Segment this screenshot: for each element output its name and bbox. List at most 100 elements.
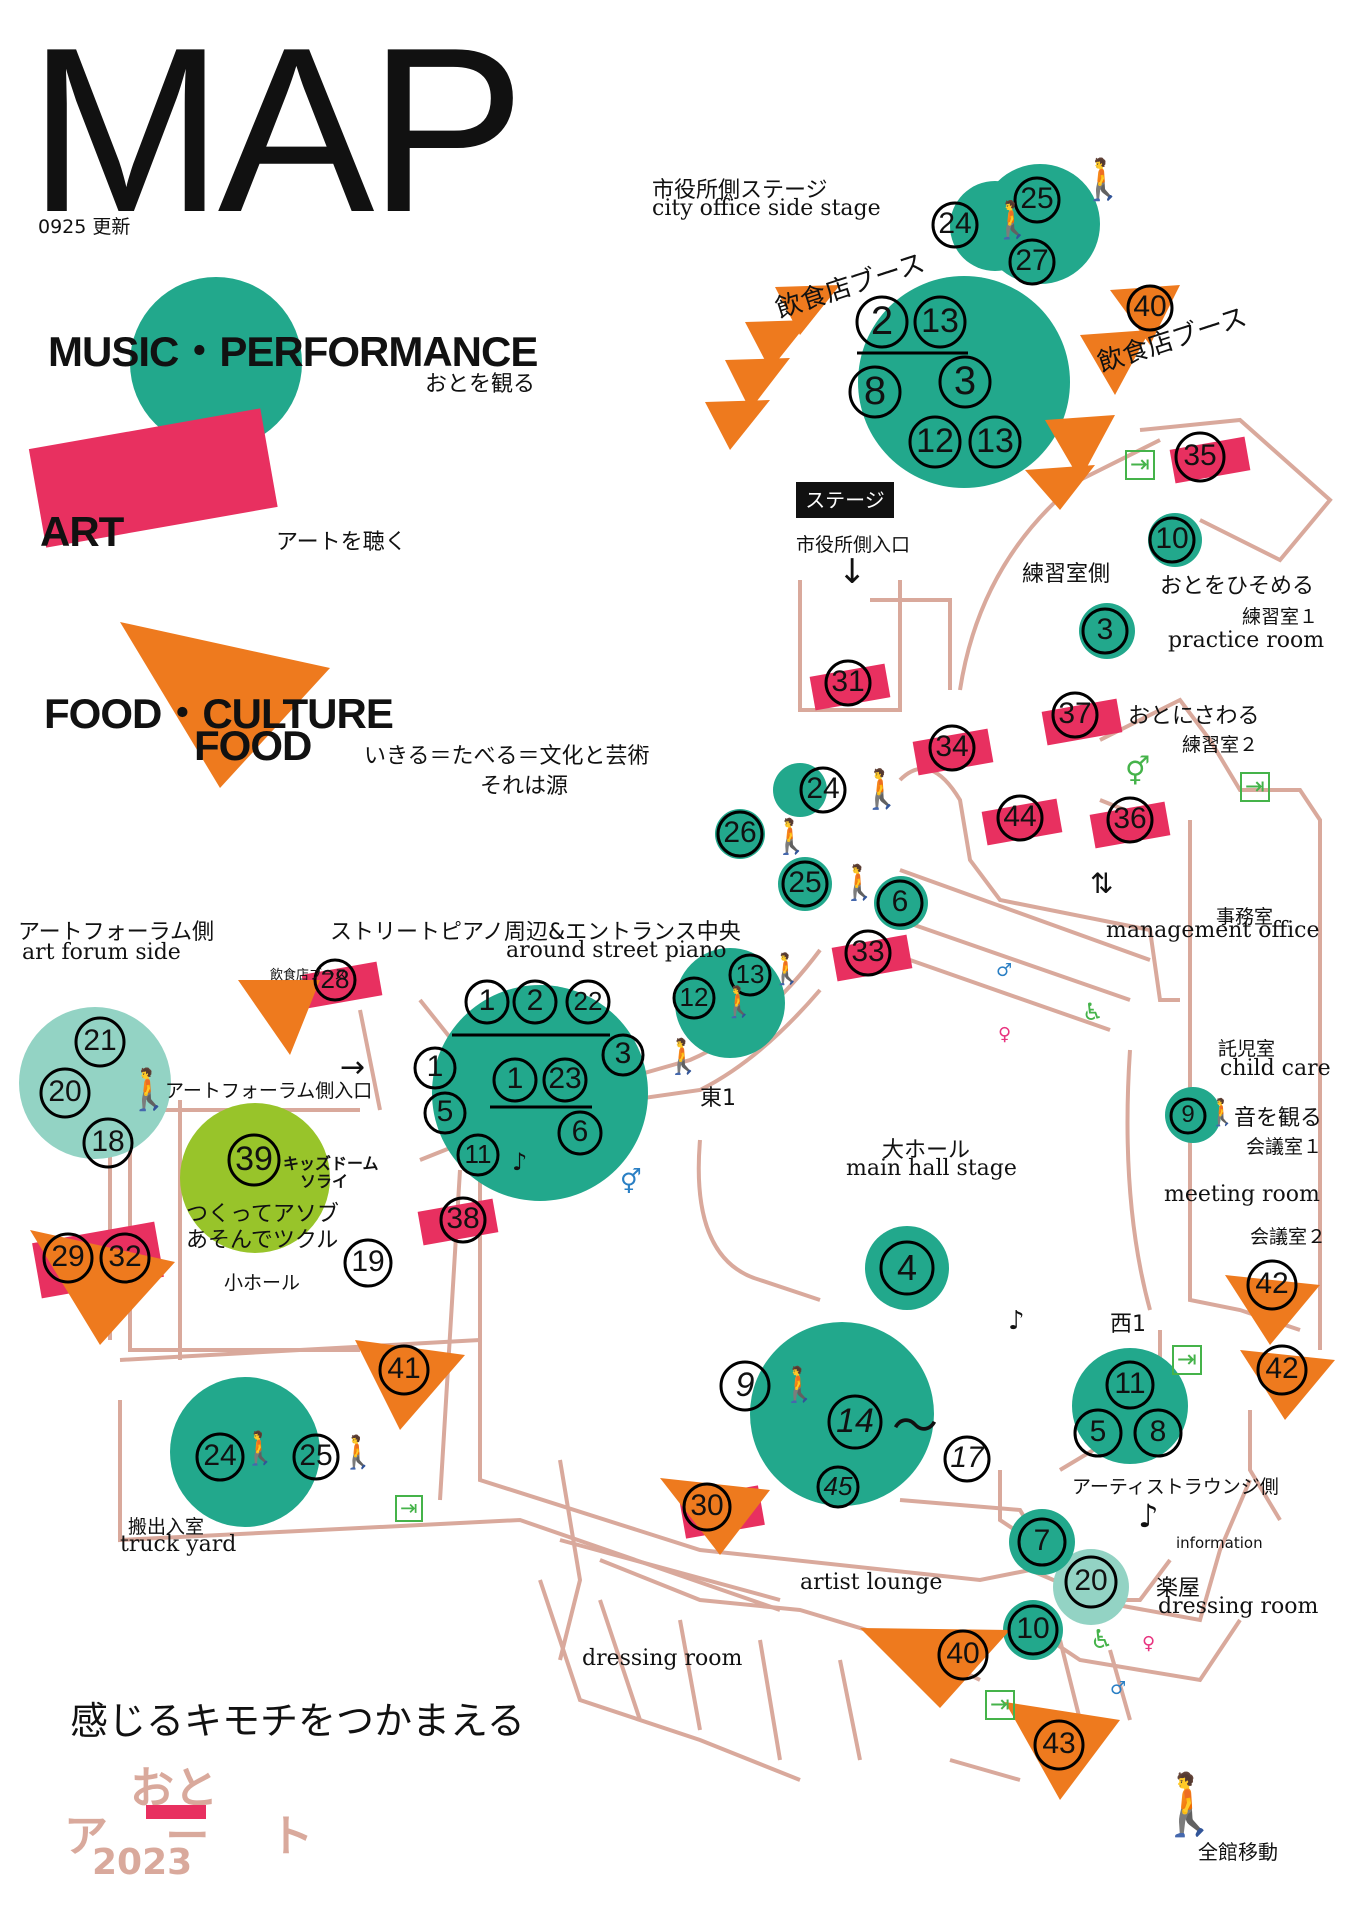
marker-n3-7[interactable]: 3	[953, 359, 977, 404]
legend-art-subtitle: アートを聴く	[276, 530, 407, 555]
marker-n20-37[interactable]: 20	[48, 1075, 82, 1109]
marker-n24-54[interactable]: 24	[203, 1439, 237, 1473]
legend-music-circle	[130, 277, 302, 449]
marker-n12-23[interactable]: 12	[679, 981, 709, 1012]
marker-n8-6[interactable]: 8	[863, 369, 887, 414]
marker-ring-n25-20	[781, 860, 829, 908]
marker-n13-5[interactable]: 13	[921, 301, 959, 340]
marker-n42-47[interactable]: 42	[1255, 1267, 1289, 1301]
marker-n7-60[interactable]: 7	[1033, 1524, 1051, 1558]
marker-ring-n13-5	[913, 295, 967, 349]
marker-n1-26[interactable]: 1	[478, 984, 496, 1018]
marker-n36-17[interactable]: 36	[1113, 802, 1147, 836]
food-tri-d	[705, 400, 770, 450]
marker-n24-18[interactable]: 24	[806, 772, 840, 806]
marker-n17-52[interactable]: 17	[950, 1441, 984, 1475]
marker-n6-21[interactable]: 6	[891, 885, 909, 919]
marker-n40-3[interactable]: 40	[1133, 290, 1167, 324]
marker-n21-36[interactable]: 21	[83, 1024, 117, 1058]
exit-icon: ⇥	[1125, 450, 1155, 480]
restroom-f-icon: ♀	[998, 1024, 1012, 1045]
marker-n24-0[interactable]: 24	[938, 207, 972, 241]
marker-n32-43[interactable]: 32	[108, 1240, 142, 1274]
marker-n38-41[interactable]: 38	[446, 1202, 480, 1236]
marker-n1-30[interactable]: 1	[426, 1050, 444, 1084]
dressing-room-left-label: dressing room	[582, 1646, 743, 1671]
marker-n18-38[interactable]: 18	[91, 1125, 125, 1159]
marker-n11-35[interactable]: 11	[464, 1138, 492, 1169]
marker-n39-39[interactable]: 39	[235, 1139, 273, 1178]
marker-n43-64[interactable]: 43	[1042, 1727, 1076, 1761]
marker-bg-6a	[874, 876, 928, 930]
food-tri-g	[1045, 415, 1115, 480]
marker-n10-62[interactable]: 10	[1016, 1612, 1050, 1646]
marker-ring-n1-26	[464, 979, 510, 1025]
marker-ring-n1-31	[492, 1057, 538, 1103]
walker-icon: 🚶	[858, 767, 906, 811]
marker-n6-34[interactable]: 6	[571, 1115, 589, 1149]
marker-n23-32[interactable]: 23	[548, 1062, 582, 1096]
marker-n31-14[interactable]: 31	[831, 665, 865, 699]
marker-n40-63[interactable]: 40	[946, 1637, 980, 1671]
marker-tilde-51[interactable]: 〜	[892, 1400, 938, 1453]
marker-n12-8[interactable]: 12	[916, 421, 954, 460]
marker-ring-n11-35	[456, 1133, 500, 1177]
marker-n5-33[interactable]: 5	[436, 1095, 454, 1129]
truck-yard-label-jp: 搬出入室	[128, 1516, 205, 1538]
marker-ring-n36-17	[1106, 796, 1154, 844]
marker-n22-28[interactable]: 22	[573, 985, 603, 1016]
city-office-side-blob-a	[950, 181, 1040, 271]
walker-icon: 🚶	[1206, 1098, 1239, 1128]
food-tri-c	[725, 358, 790, 410]
marker-n9-45[interactable]: 9	[1181, 1101, 1195, 1129]
marker-n33-22[interactable]: 33	[851, 935, 885, 969]
marker-n45-53[interactable]: 45	[823, 1470, 853, 1501]
marker-n9-49[interactable]: 9	[735, 1365, 755, 1404]
marker-n37-13[interactable]: 37	[1058, 697, 1092, 731]
practice-room-1-label: 練習室１	[1242, 606, 1319, 628]
marker-n29-42[interactable]: 29	[51, 1240, 85, 1274]
food-tri-42b	[1240, 1350, 1335, 1420]
meeting-room-2-label: 会議室２	[1250, 1226, 1327, 1248]
marker-n13-9[interactable]: 13	[976, 421, 1014, 460]
marker-n14-50[interactable]: 14	[836, 1401, 874, 1440]
marker-n19-40[interactable]: 19	[351, 1245, 385, 1279]
marker-n30-56[interactable]: 30	[690, 1489, 724, 1523]
marker-ring-n25-1	[1013, 176, 1061, 224]
marker-n25-1[interactable]: 25	[1020, 182, 1054, 216]
kids-dome-label-1: キッズドーム	[283, 1154, 379, 1173]
marker-n41-44[interactable]: 41	[387, 1352, 421, 1386]
marker-n10-11[interactable]: 10	[1155, 522, 1189, 556]
marker-n13-24[interactable]: 13	[735, 958, 765, 989]
marker-n8-59[interactable]: 8	[1149, 1415, 1167, 1449]
marker-n3-12[interactable]: 3	[1096, 613, 1114, 647]
marker-n3-29[interactable]: 3	[614, 1037, 632, 1071]
marker-n1-31[interactable]: 1	[506, 1062, 524, 1096]
marker-n2-27[interactable]: 2	[526, 984, 544, 1018]
marker-n42-48[interactable]: 42	[1265, 1352, 1299, 1386]
marker-n4-46[interactable]: 4	[896, 1246, 918, 1288]
marker-n44-16[interactable]: 44	[1003, 800, 1037, 834]
marker-n26-19[interactable]: 26	[723, 816, 757, 850]
marker-n34-15[interactable]: 34	[935, 730, 969, 764]
truck-yard-label-en: truck yard	[120, 1532, 237, 1557]
dressing-room-en-label: dressing room	[1158, 1594, 1319, 1619]
marker-ring-n37-13	[1051, 691, 1099, 739]
practice-room-2-label: 練習室２	[1182, 734, 1259, 756]
childcare-label-en: child care	[1220, 1056, 1331, 1081]
marker-n20-61[interactable]: 20	[1074, 1564, 1108, 1598]
marker-n35-10[interactable]: 35	[1183, 439, 1217, 473]
marker-n25-20[interactable]: 25	[788, 866, 822, 900]
marker-ring-n42-48	[1256, 1344, 1308, 1396]
marker-n28-25[interactable]: 28	[320, 963, 350, 994]
marker-n5-58[interactable]: 5	[1089, 1415, 1107, 1449]
marker-n2-4[interactable]: 2	[870, 299, 894, 344]
marker-ring-n7-60	[1017, 1517, 1067, 1567]
marker-n11-57[interactable]: 11	[1114, 1367, 1146, 1401]
marker-n25-55[interactable]: 25	[299, 1439, 333, 1473]
art-forum-side-label-jp: アートフォーラム側	[18, 920, 215, 945]
marker-ring-n31-14	[824, 659, 872, 707]
marker-ring-n33-22	[844, 929, 892, 977]
marker-n27-2[interactable]: 27	[1015, 244, 1049, 278]
